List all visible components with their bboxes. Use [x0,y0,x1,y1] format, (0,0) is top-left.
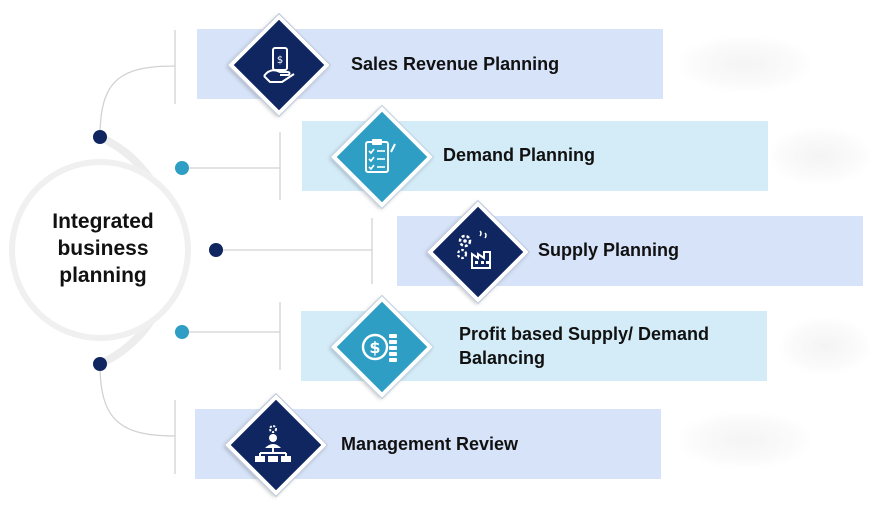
node-dot-5 [93,357,107,371]
svg-text:$: $ [277,55,283,66]
step-label-profit-line-2: Balancing [459,348,546,368]
factory-gears-icon [456,230,491,269]
decorative-glow [680,412,810,468]
decorative-glow [680,36,810,92]
step-label-sales-revenue: Sales Revenue Planning [351,54,560,74]
center-hub-label: Integrated business planning [28,208,178,289]
step-label-supply: Supply Planning [538,240,680,260]
decorative-glow [770,128,870,184]
node-dot-3 [209,243,223,257]
node-dot-4 [175,325,189,339]
center-line-1: Integrated [52,210,154,233]
step-label-profit-balancing: Profit based Supply/ Demand Balancing [459,322,709,370]
step-label-management: Management Review [341,434,519,454]
node-dot-1 [93,130,107,144]
center-line-2: business [57,237,149,260]
svg-text:$: $ [369,338,380,357]
center-line-3: planning [59,264,147,287]
revenue-hand-icon: $ [263,47,295,83]
step-label-demand: Demand Planning [443,145,596,165]
dollar-coins-icon: $ [361,333,397,362]
decorative-glow [780,318,870,374]
org-chart-icon [255,425,291,462]
clipboard-checklist-icon [365,139,396,173]
node-dot-2 [175,161,189,175]
step-label-profit-line-1: Profit based Supply/ Demand [459,324,710,344]
